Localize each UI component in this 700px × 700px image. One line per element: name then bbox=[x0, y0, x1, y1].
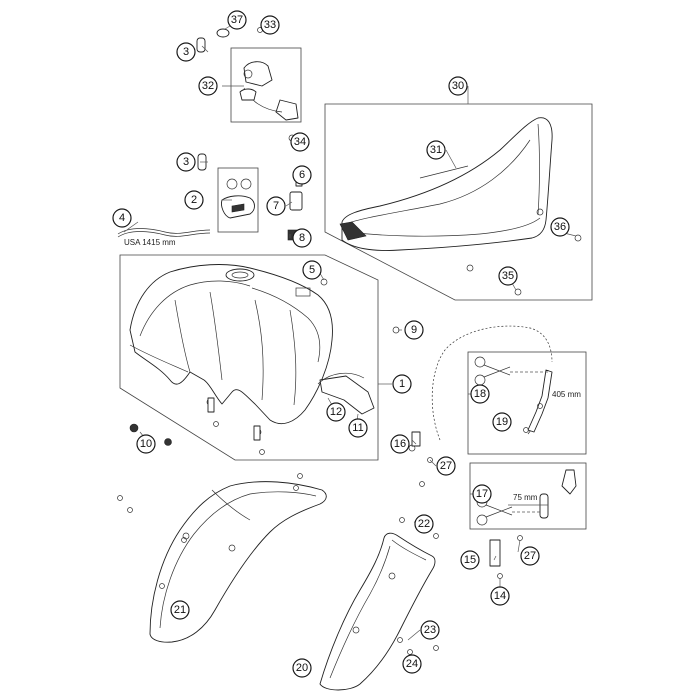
svg-text:14: 14 bbox=[494, 590, 506, 602]
vent-hose-cut-box bbox=[469, 462, 587, 530]
callout-3-top: 3 bbox=[176, 42, 196, 62]
callout-19: 19 bbox=[492, 412, 512, 432]
scissors-icon bbox=[474, 356, 548, 386]
callout-4: 4 bbox=[112, 208, 132, 228]
svg-text:36: 36 bbox=[554, 221, 566, 233]
callout-9: 9 bbox=[404, 320, 424, 340]
hose-length-label: USA 1415 mm bbox=[124, 238, 176, 247]
svg-text:18: 18 bbox=[474, 388, 486, 400]
cut-length-bottom-label: 75 mm bbox=[513, 493, 538, 502]
callout-15: 15 bbox=[460, 550, 480, 570]
svg-text:6: 6 bbox=[299, 169, 305, 181]
svg-text:4: 4 bbox=[119, 212, 125, 224]
fuel-hose-cut-box bbox=[467, 351, 587, 455]
svg-text:3: 3 bbox=[183, 156, 189, 168]
callout-32: 32 bbox=[198, 76, 218, 96]
svg-text:27: 27 bbox=[440, 460, 452, 472]
callout-10: 10 bbox=[136, 434, 156, 454]
svg-text:37: 37 bbox=[231, 14, 243, 26]
svg-text:9: 9 bbox=[411, 324, 417, 336]
svg-text:8: 8 bbox=[299, 232, 305, 244]
vent-hose-drawing bbox=[539, 469, 577, 519]
svg-text:24: 24 bbox=[406, 658, 418, 670]
callout-6: 6 bbox=[292, 165, 312, 185]
callout-12: 12 bbox=[326, 402, 346, 422]
svg-text:23: 23 bbox=[424, 624, 436, 636]
svg-text:2: 2 bbox=[191, 194, 197, 206]
callout-24: 24 bbox=[402, 654, 422, 674]
svg-text:35: 35 bbox=[502, 270, 514, 282]
lock-group-box bbox=[230, 47, 302, 123]
lock-assembly-drawing bbox=[239, 61, 299, 121]
svg-text:22: 22 bbox=[418, 518, 430, 530]
svg-text:19: 19 bbox=[496, 416, 508, 428]
callout-36: 36 bbox=[550, 217, 570, 237]
callout-3-mid: 3 bbox=[176, 152, 196, 172]
callout-23: 23 bbox=[420, 620, 440, 640]
key-icon bbox=[196, 37, 207, 171]
callout-30: 30 bbox=[448, 76, 468, 96]
svg-text:32: 32 bbox=[202, 80, 214, 92]
right-shroud-drawing bbox=[319, 532, 436, 691]
callout-5: 5 bbox=[302, 260, 322, 280]
callout-8: 8 bbox=[292, 228, 312, 248]
svg-text:16: 16 bbox=[394, 438, 406, 450]
svg-text:1: 1 bbox=[399, 378, 405, 390]
callout-14: 14 bbox=[490, 586, 510, 606]
svg-text:12: 12 bbox=[330, 406, 342, 418]
callout-7: 7 bbox=[266, 196, 286, 216]
callout-35: 35 bbox=[498, 266, 518, 286]
callout-1: 1 bbox=[392, 374, 412, 394]
fuel-pump-drawing bbox=[317, 372, 375, 415]
fuel-tank-drawing bbox=[129, 264, 333, 424]
callout-31: 31 bbox=[426, 140, 446, 160]
callout-11: 11 bbox=[348, 418, 368, 438]
callout-34: 34 bbox=[290, 132, 310, 152]
callout-27-upper: 27 bbox=[436, 456, 456, 476]
svg-text:17: 17 bbox=[476, 488, 488, 500]
tank-group-box bbox=[119, 254, 379, 461]
left-shroud-drawing bbox=[149, 481, 327, 643]
seat-drawing bbox=[339, 117, 553, 251]
callout-17: 17 bbox=[472, 484, 492, 504]
fuel-hose-drawing bbox=[117, 228, 211, 238]
svg-text:21: 21 bbox=[174, 604, 186, 616]
svg-text:3: 3 bbox=[183, 46, 189, 58]
callout-2: 2 bbox=[184, 190, 204, 210]
svg-text:20: 20 bbox=[296, 662, 308, 674]
key-group-box bbox=[217, 167, 259, 233]
callout-20: 20 bbox=[292, 658, 312, 678]
fuel-cap-drawing bbox=[221, 178, 255, 219]
svg-text:15: 15 bbox=[464, 554, 476, 566]
svg-text:27: 27 bbox=[524, 550, 536, 562]
callout-27-lower: 27 bbox=[520, 546, 540, 566]
cut-length-top-label: 405 mm bbox=[552, 390, 581, 399]
callout-22: 22 bbox=[414, 514, 434, 534]
callout-33: 33 bbox=[260, 15, 280, 35]
cable-run-drawing bbox=[431, 325, 553, 441]
callout-21: 21 bbox=[170, 600, 190, 620]
svg-text:11: 11 bbox=[352, 422, 363, 434]
callout-16: 16 bbox=[390, 434, 410, 454]
svg-text:31: 31 bbox=[430, 144, 442, 156]
svg-text:30: 30 bbox=[452, 80, 464, 92]
callout-37: 37 bbox=[227, 10, 247, 30]
callout-18: 18 bbox=[470, 384, 490, 404]
svg-text:33: 33 bbox=[264, 19, 276, 31]
svg-text:34: 34 bbox=[294, 136, 306, 148]
svg-text:10: 10 bbox=[140, 438, 152, 450]
svg-text:7: 7 bbox=[273, 200, 279, 212]
svg-text:5: 5 bbox=[309, 264, 315, 276]
